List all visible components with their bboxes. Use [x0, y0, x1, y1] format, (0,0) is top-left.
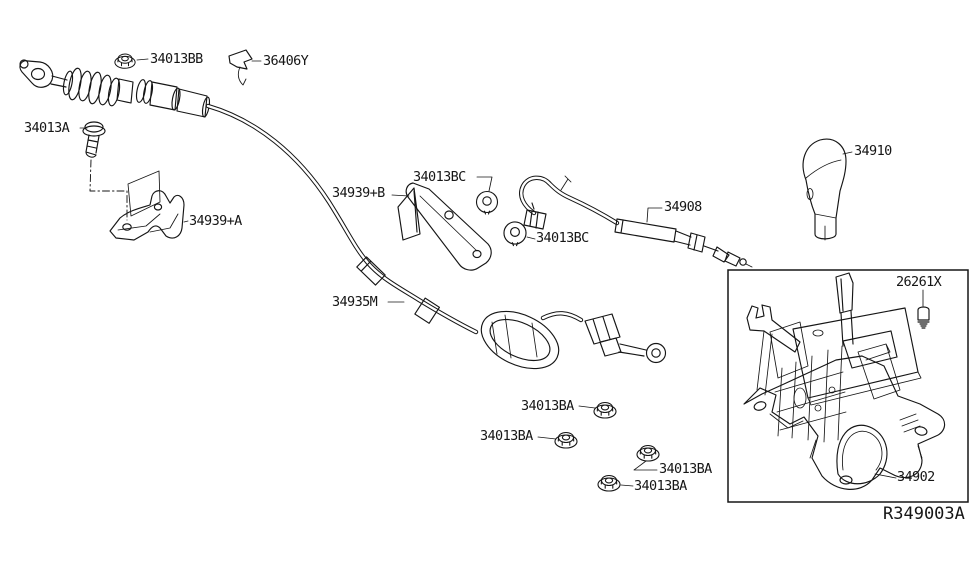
selector-cable-34908: [519, 175, 753, 268]
leader-line: [633, 460, 658, 471]
main-cable-34935M: [19, 59, 667, 370]
leader-line: [620, 484, 634, 487]
leader-line: [842, 151, 853, 155]
leader-line: [578, 405, 596, 409]
grommet-34013BC-lower: [503, 221, 527, 247]
part-label-34013ba-4: 34013BA: [634, 478, 687, 494]
leader-line: [183, 220, 189, 223]
diagram-ref-code: R349003A: [883, 504, 965, 524]
leader-line: [646, 207, 663, 223]
leader-line: [537, 436, 557, 440]
nut-34013BA-right: [636, 444, 660, 462]
part-label-34013a: 34013A: [24, 120, 70, 136]
leader-line: [136, 58, 149, 61]
part-label-34935m: 34935M: [332, 294, 378, 310]
part-label-34908: 34908: [664, 199, 702, 215]
leader-line: [874, 473, 897, 479]
part-label-26261x: 26261X: [896, 274, 942, 290]
leader-line: [391, 194, 410, 197]
part-label-34939-a: 34939+A: [189, 213, 242, 229]
bolt-34013A: [82, 121, 106, 158]
inset-box: [727, 269, 969, 503]
nut-34013BA-top: [593, 401, 617, 419]
shift-knob-34910: [802, 138, 847, 241]
part-label-34902: 34902: [897, 469, 935, 485]
bracket-34939A: [109, 190, 185, 241]
leader-lines: [79, 58, 924, 487]
part-label-34013bb: 34013BB: [150, 51, 203, 67]
nut-34013BA-bottom: [597, 474, 621, 492]
nut-34013BB: [114, 53, 136, 69]
part-label-34910: 34910: [854, 143, 892, 159]
part-label-34013ba-3: 34013BA: [659, 461, 712, 477]
leader-line: [476, 176, 493, 192]
cable-ball-end: [19, 59, 68, 88]
part-label-34939-b: 34939+B: [332, 185, 385, 201]
clip-36406Y: [228, 49, 253, 86]
leader-line: [526, 236, 536, 240]
cable-sleeves: [116, 78, 211, 118]
part-label-34013ba-2: 34013BA: [480, 428, 533, 444]
cable-run: [205, 103, 479, 335]
bulb-26261X: [917, 306, 930, 329]
part-label-34013ba-1: 34013BA: [521, 398, 574, 414]
nut-34013BA-left: [554, 431, 578, 449]
grommet-34013BC-upper: [475, 190, 499, 215]
cable-boot: [62, 67, 121, 107]
cable-oval-grommet: [480, 310, 560, 370]
bracket-34939B: [397, 182, 492, 271]
part-label-36406y: 36406Y: [263, 53, 309, 69]
cable-adjuster-end: [540, 311, 667, 364]
part-label-34013bc-2: 34013BC: [536, 230, 589, 246]
part-label-34013bc-1: 34013BC: [413, 169, 466, 185]
shifter-assembly-34902: [743, 272, 946, 490]
alignment-lines: [89, 159, 161, 221]
